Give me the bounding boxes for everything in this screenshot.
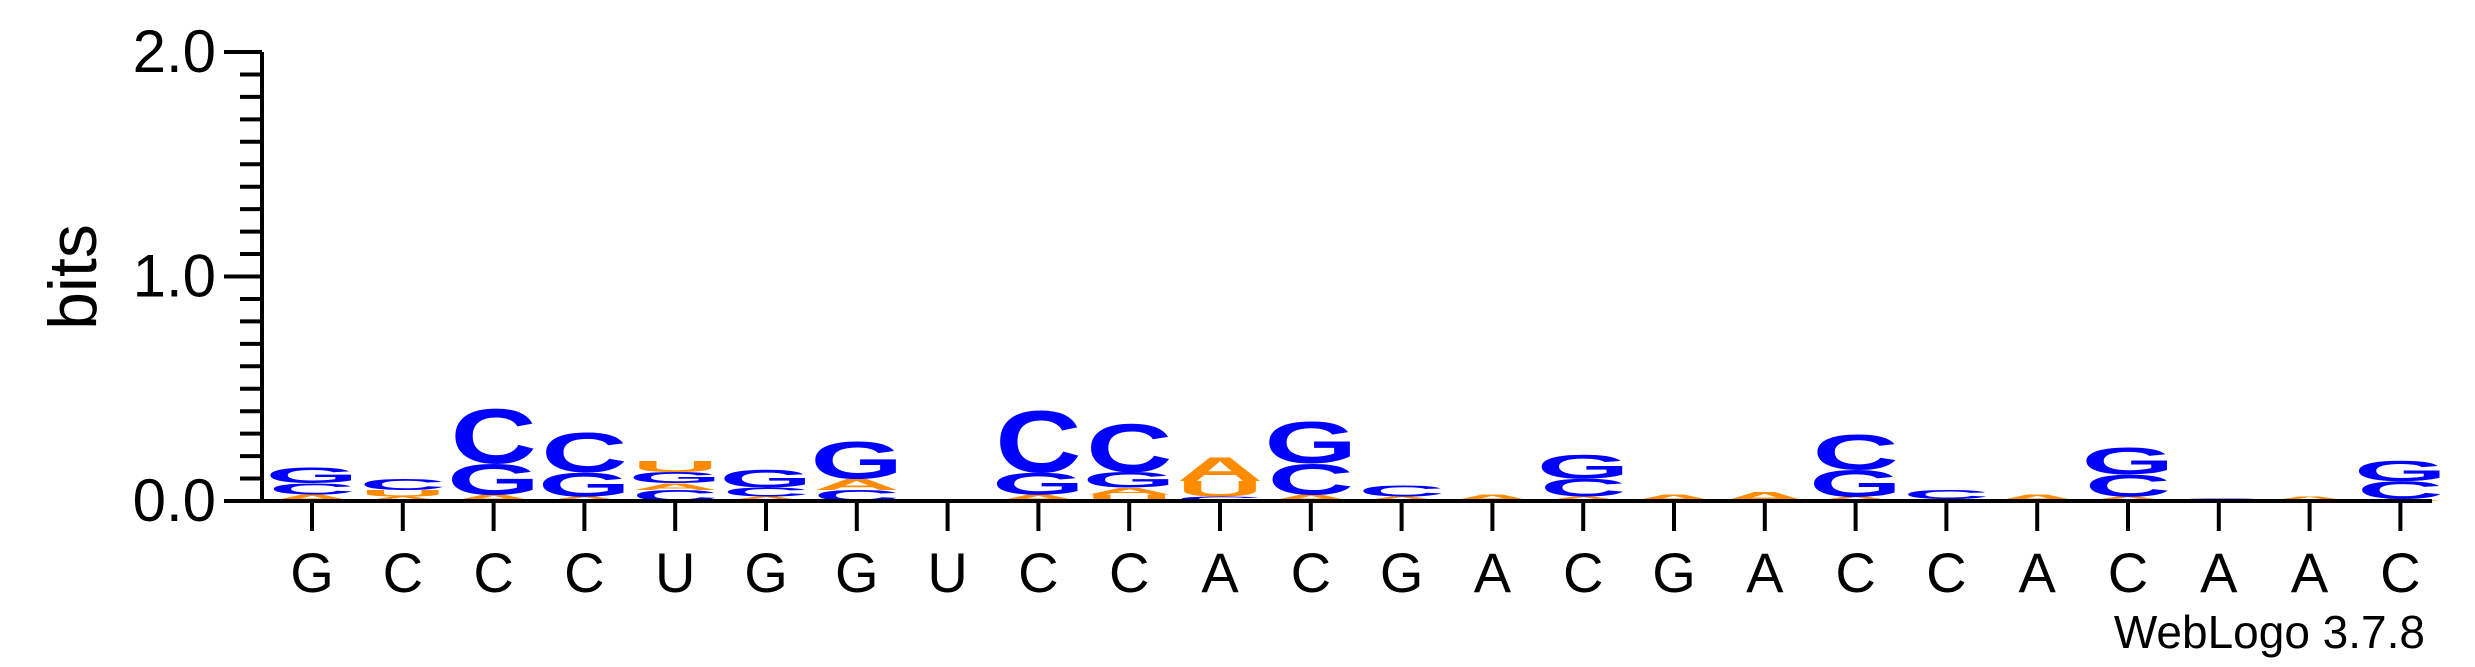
logo-letter-a: A xyxy=(269,492,355,503)
logo-letter-a: A xyxy=(541,495,627,502)
x-position-label: C xyxy=(473,541,513,604)
logo-letter-c: C xyxy=(269,480,355,497)
x-position-label: G xyxy=(1380,541,1424,604)
logo-letter-a: A xyxy=(1631,492,1717,503)
y-tick-label: 1.0 xyxy=(133,243,216,310)
x-position-label: C xyxy=(1926,541,1966,604)
logo-letter-u: U xyxy=(1177,477,1263,502)
x-position-label: C xyxy=(564,541,604,604)
logo-letter-g: G xyxy=(992,466,1085,501)
x-position-label: C xyxy=(1835,541,1875,604)
logo-letter-u: U xyxy=(632,458,718,475)
x-position-label: A xyxy=(2019,541,2057,604)
logo-letter-c: C xyxy=(2085,468,2171,503)
logo-letter-g: G xyxy=(629,469,722,486)
logo-letter-a: A xyxy=(632,481,718,492)
x-position-label: A xyxy=(2291,541,2329,604)
logo-letter-g: G xyxy=(1537,447,1630,486)
x-position-label: A xyxy=(1474,541,1512,604)
logo-letter-a: A xyxy=(1358,495,1444,502)
logo-letter-a: A xyxy=(1994,492,2080,503)
x-position-label: A xyxy=(2200,541,2238,604)
logo-letter-c: C xyxy=(723,485,809,499)
logo-letter-g: G xyxy=(2082,440,2175,482)
logo-letter-a: A xyxy=(723,495,809,502)
logo-letter-a: A xyxy=(1268,492,1354,503)
logo-letter-g: G xyxy=(266,463,359,488)
x-position-label: C xyxy=(1018,541,1058,604)
logo-letter-a: A xyxy=(360,495,446,502)
logo-letter-a: A xyxy=(1812,495,1898,502)
logo-letter-a: A xyxy=(1449,492,1535,503)
logo-letter-u: U xyxy=(1086,492,1172,503)
logo-letter-g: G xyxy=(720,465,813,493)
logo-letter-a: A xyxy=(450,492,536,503)
x-position-label: A xyxy=(1201,541,1239,604)
logo-letter-g: G xyxy=(447,455,540,504)
logo-letter-c: C xyxy=(995,393,1081,491)
logo-letter-c: C xyxy=(1177,495,1263,502)
x-position-label: A xyxy=(1746,541,1784,604)
x-position-label: C xyxy=(383,541,423,604)
x-position-label: C xyxy=(2380,541,2420,604)
logo-letter-c: C xyxy=(1812,425,1898,481)
weblogo-credit: WebLogo 3.7.8 xyxy=(2114,606,2425,658)
logo-letter-a: A xyxy=(2085,495,2171,502)
logo-letter-a: A xyxy=(814,476,900,493)
logo-letter-g: G xyxy=(1083,468,1176,493)
x-position-label: C xyxy=(1109,541,1149,604)
logo-letter-c: C xyxy=(1268,455,1354,504)
logo-letter-g: G xyxy=(1809,463,1902,505)
logo-letter-a: A xyxy=(1086,486,1172,497)
logo-letter-c: C xyxy=(1540,474,1626,502)
logo-letter-a: A xyxy=(2266,495,2352,502)
x-position-label: G xyxy=(290,541,334,604)
logo-letter-c: C xyxy=(360,476,446,493)
logo-letter-g: G xyxy=(810,430,903,490)
logo-letter-c: C xyxy=(541,420,627,483)
y-axis-ticks: 0.0 1.0 2.0 xyxy=(133,18,262,534)
y-tick-label: 0.0 xyxy=(133,467,216,534)
x-position-label: C xyxy=(2108,541,2148,604)
logo-letter-g: G xyxy=(1264,409,1357,475)
x-position-label: G xyxy=(1652,541,1696,604)
logo-letter-a: A xyxy=(1177,449,1263,488)
logo-letter-u: U xyxy=(360,488,446,499)
y-axis-title: bits xyxy=(35,224,111,330)
logo-letter-a: A xyxy=(995,492,1081,503)
logo-letter-g: G xyxy=(2354,455,2447,487)
x-position-label: U xyxy=(655,541,695,604)
x-position-label: G xyxy=(835,541,879,604)
logo-letter-c: C xyxy=(450,393,536,480)
logo-letter-g: G xyxy=(538,465,631,504)
logo-letter-c: C xyxy=(1903,487,1989,501)
y-tick-label: 2.0 xyxy=(133,18,216,85)
logo-letter-c: C xyxy=(1086,410,1172,487)
x-position-label: C xyxy=(1563,541,1603,604)
x-position-label: U xyxy=(927,541,967,604)
logo-letter-c: C xyxy=(1358,483,1444,500)
x-position-label: G xyxy=(744,541,788,604)
logo-letter-a: A xyxy=(1540,495,1626,502)
x-position-label: C xyxy=(1291,541,1331,604)
